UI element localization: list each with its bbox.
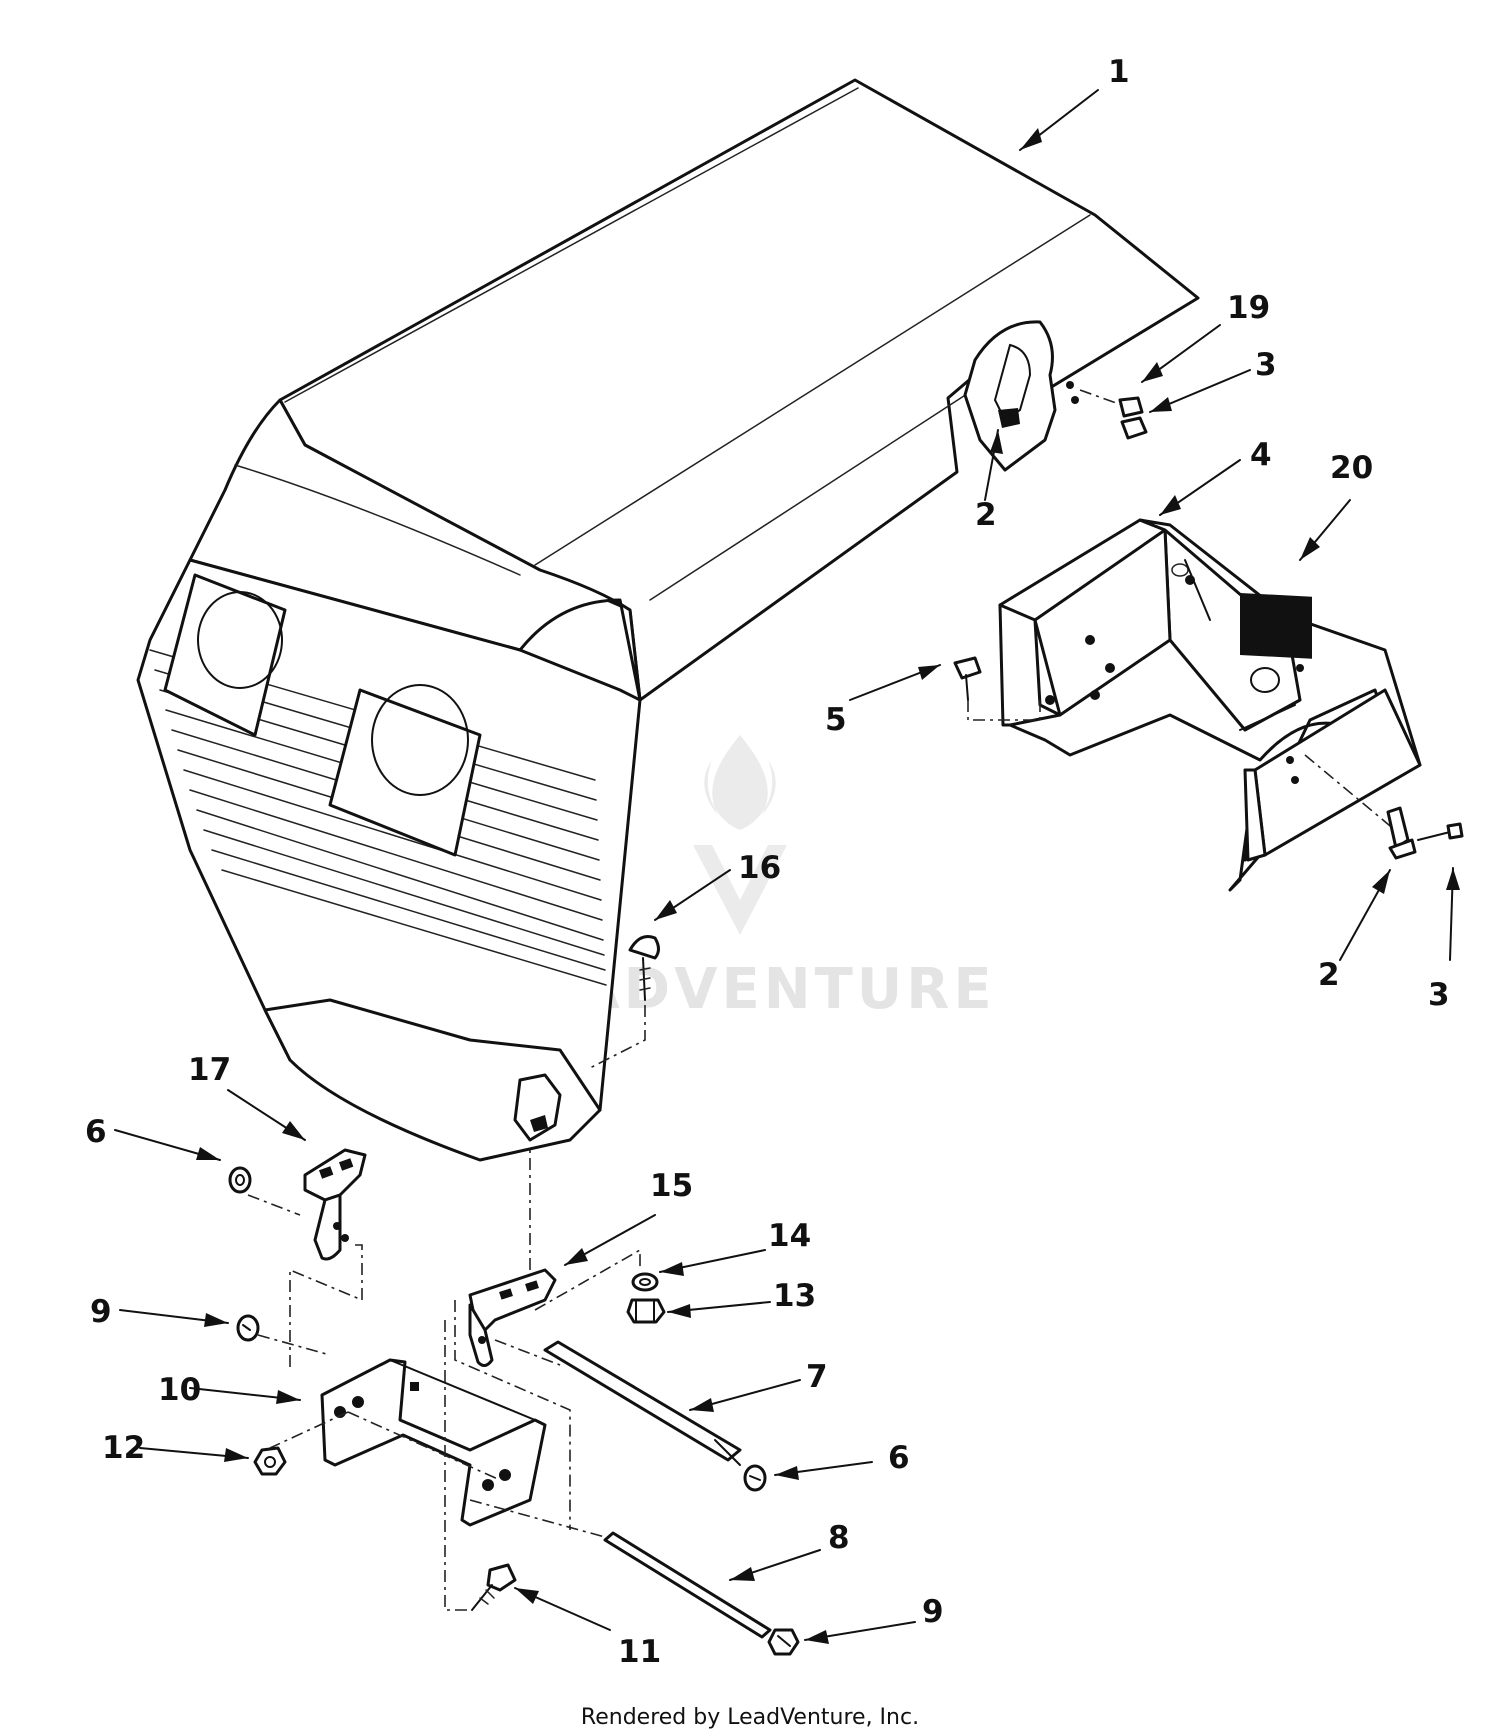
- pin-19: [1118, 396, 1144, 418]
- pin-3-lower: [1417, 822, 1464, 841]
- u-bracket-10: [269, 1358, 547, 1527]
- hood-bracket: [998, 518, 1422, 892]
- rod-7: [543, 1340, 742, 1466]
- hood-front-latch: [513, 1073, 562, 1142]
- callout-3a: 3: [1255, 347, 1277, 383]
- headlight-left: [163, 573, 287, 737]
- callout-14: 14: [768, 1218, 811, 1254]
- callout-2a: 2: [975, 497, 997, 533]
- washer-14: [631, 1272, 659, 1292]
- pin-3-upper: [1120, 416, 1148, 440]
- rod-8: [469, 1499, 772, 1639]
- callout-13: 13: [773, 1278, 816, 1314]
- callout-9b: 9: [922, 1594, 944, 1630]
- callout-17: 17: [188, 1052, 231, 1088]
- callout-6a: 6: [85, 1114, 107, 1150]
- hood: [136, 78, 1200, 1162]
- hood-ridge-line: [534, 214, 1091, 566]
- callout-12: 12: [102, 1430, 145, 1466]
- callout-16: 16: [738, 850, 781, 886]
- callout-9a: 9: [90, 1294, 112, 1330]
- callout-8: 8: [828, 1520, 850, 1556]
- callout-10: 10: [158, 1372, 201, 1408]
- callout-19: 19: [1227, 290, 1270, 326]
- nut-9-right: [767, 1628, 800, 1656]
- hood-nose: [188, 398, 642, 702]
- decal-20: [1240, 592, 1312, 659]
- nut-13: [626, 1298, 666, 1324]
- nut-6-left: [228, 1166, 252, 1194]
- clip-2-lower: [1386, 806, 1417, 860]
- callout-15: 15: [650, 1168, 693, 1204]
- callout-20: 20: [1330, 450, 1373, 486]
- callout-2b: 2: [1318, 957, 1340, 993]
- bracket-17: [303, 1148, 367, 1261]
- callout-3b: 3: [1428, 977, 1450, 1013]
- bolt-5: [953, 656, 1041, 721]
- leader-arrows: [114, 89, 1460, 1644]
- nut-12: [253, 1446, 287, 1476]
- callout-6b: 6: [888, 1440, 910, 1476]
- callout-7: 7: [806, 1359, 828, 1395]
- clip-6-right: [743, 1464, 767, 1492]
- nut-9-left: [236, 1314, 260, 1342]
- callout-4: 4: [1250, 437, 1272, 473]
- callout-11: 11: [618, 1634, 661, 1670]
- headlight-right: [328, 684, 482, 857]
- bracket-15: [454, 1150, 641, 1530]
- callout-1: 1: [1108, 54, 1130, 90]
- v-logo-icon: [693, 845, 787, 935]
- footer-credit: Rendered by LeadVenture, Inc.: [581, 1705, 919, 1730]
- flame-logo-icon: [704, 735, 776, 830]
- hood-side-latch-cutaway: [963, 320, 1057, 472]
- carriage-bolt-16: [589, 935, 660, 1069]
- bolt-11: [444, 1320, 517, 1611]
- callout-5: 5: [825, 702, 847, 738]
- callout-labels: 1 19 3 2 4 20 5 16 2 3 17 6 15 14 13 9 1…: [85, 54, 1450, 1670]
